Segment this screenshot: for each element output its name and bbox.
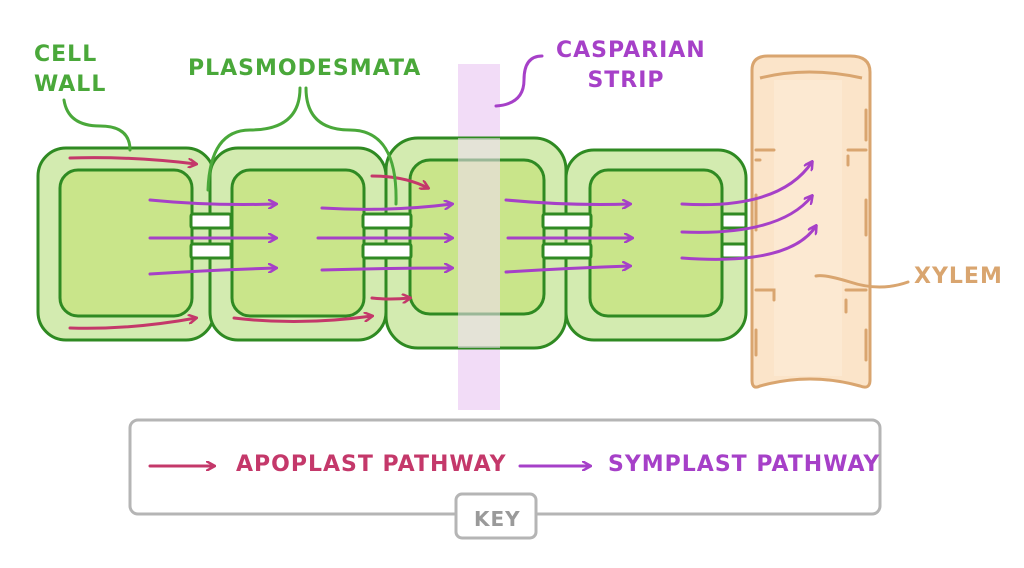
cell-wall-label-line1: CELL xyxy=(34,42,98,67)
plasmodesmata-channels xyxy=(189,212,748,260)
key-symplast-label: SYMPLAST PATHWAY xyxy=(608,452,881,477)
key-title: KEY xyxy=(474,507,521,531)
key-box xyxy=(128,418,882,540)
xylem-label: XYLEM xyxy=(914,264,1003,289)
plasmodesmata-label: PLASMODESMATA xyxy=(188,56,422,81)
casparian-label-line1: CASPARIAN xyxy=(556,38,706,63)
cell-3-endodermis xyxy=(384,136,568,350)
cell-wall-label-line2: WALL xyxy=(34,72,107,97)
cell-2 xyxy=(208,146,388,342)
symplast-arrows xyxy=(148,162,816,276)
cell-1 xyxy=(36,146,216,342)
apoplast-arrows xyxy=(68,156,428,330)
leader-lines xyxy=(62,54,910,289)
cells xyxy=(36,136,748,350)
cell-4 xyxy=(564,148,748,342)
key-apoplast-label: APOPLAST PATHWAY xyxy=(236,452,507,477)
casparian-strip-label: CASPARIAN STRIP xyxy=(556,36,706,96)
casparian-label-line2: STRIP xyxy=(587,68,665,93)
cell-wall-label: CELL WALL xyxy=(34,40,114,100)
